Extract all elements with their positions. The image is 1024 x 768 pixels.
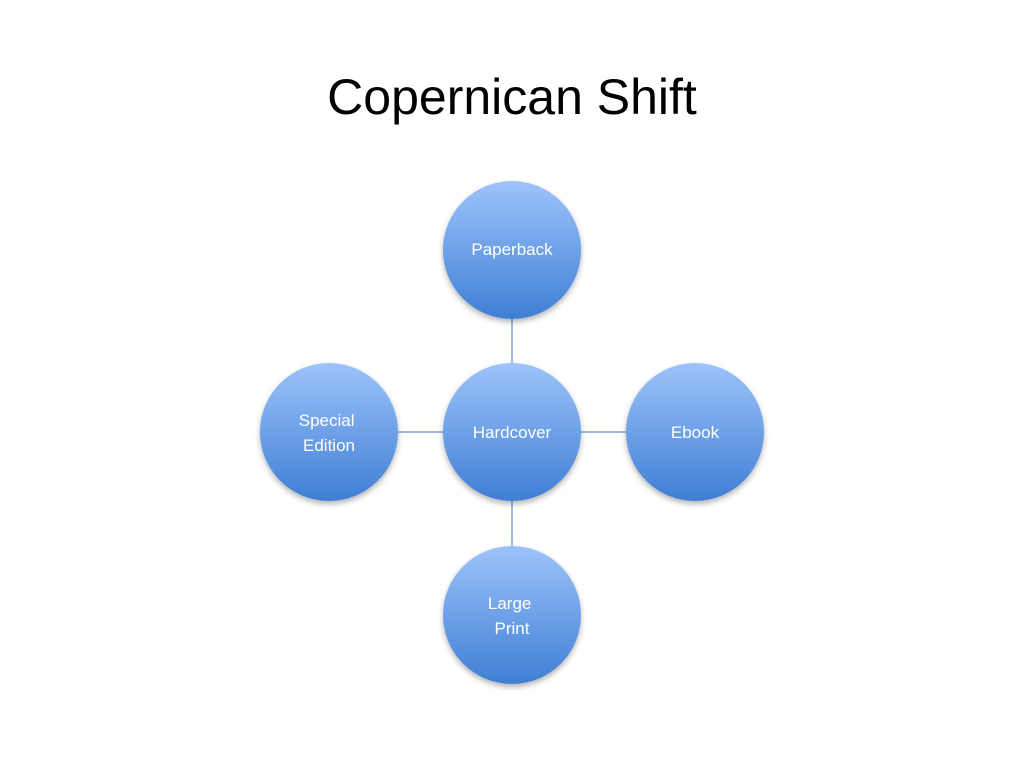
svg-text:Large Print: Large Print [488, 594, 536, 638]
node-ebook-label: Ebook [671, 423, 720, 442]
node-special-edition[interactable]: Special Edition [260, 363, 398, 501]
svg-text:Special Edition: Special Edition [299, 411, 360, 455]
svg-text:Hardcover: Hardcover [473, 423, 552, 442]
node-hardcover[interactable]: Hardcover [443, 363, 581, 501]
node-special-edition-label-line-1: Special [299, 411, 355, 430]
slide-title: Copernican Shift [327, 69, 697, 125]
node-special-edition-label-line-2: Edition [303, 436, 355, 455]
node-paperback-label: Paperback [471, 240, 553, 259]
node-large-print-label-line-1: Large [488, 594, 531, 613]
node-ebook[interactable]: Ebook [626, 363, 764, 501]
node-paperback[interactable]: Paperback [443, 181, 581, 319]
svg-text:Ebook: Ebook [671, 423, 720, 442]
svg-text:Paperback: Paperback [471, 240, 553, 259]
node-large-print-label-line-2: Print [495, 619, 530, 638]
node-large-print[interactable]: Large Print [443, 546, 581, 684]
node-hardcover-label: Hardcover [473, 423, 552, 442]
